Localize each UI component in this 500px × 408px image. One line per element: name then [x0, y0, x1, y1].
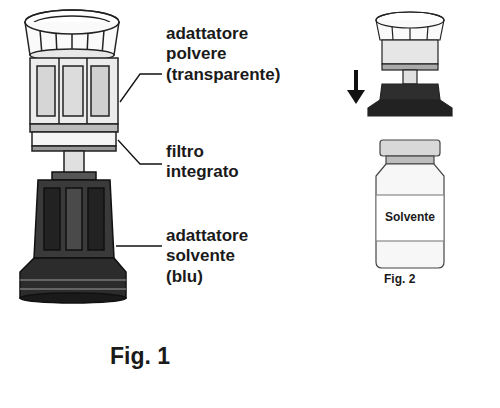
- vial-label: Solvente: [376, 210, 444, 224]
- solvent-vial: [376, 140, 444, 268]
- powder-adapter: [25, 10, 119, 175]
- part-label: adattatore solvente (blu): [166, 226, 270, 287]
- assembly-small: [368, 12, 452, 116]
- figure-caption: Fig. 1: [110, 343, 230, 371]
- down-arrow: [347, 70, 365, 104]
- solvent-adapter: [20, 172, 126, 303]
- part-label: filtro integrato: [166, 142, 256, 183]
- part-label: adattatore polvere (transparente): [166, 24, 290, 85]
- figure-caption: Fig. 2: [384, 272, 444, 286]
- leader-lines: [116, 74, 162, 246]
